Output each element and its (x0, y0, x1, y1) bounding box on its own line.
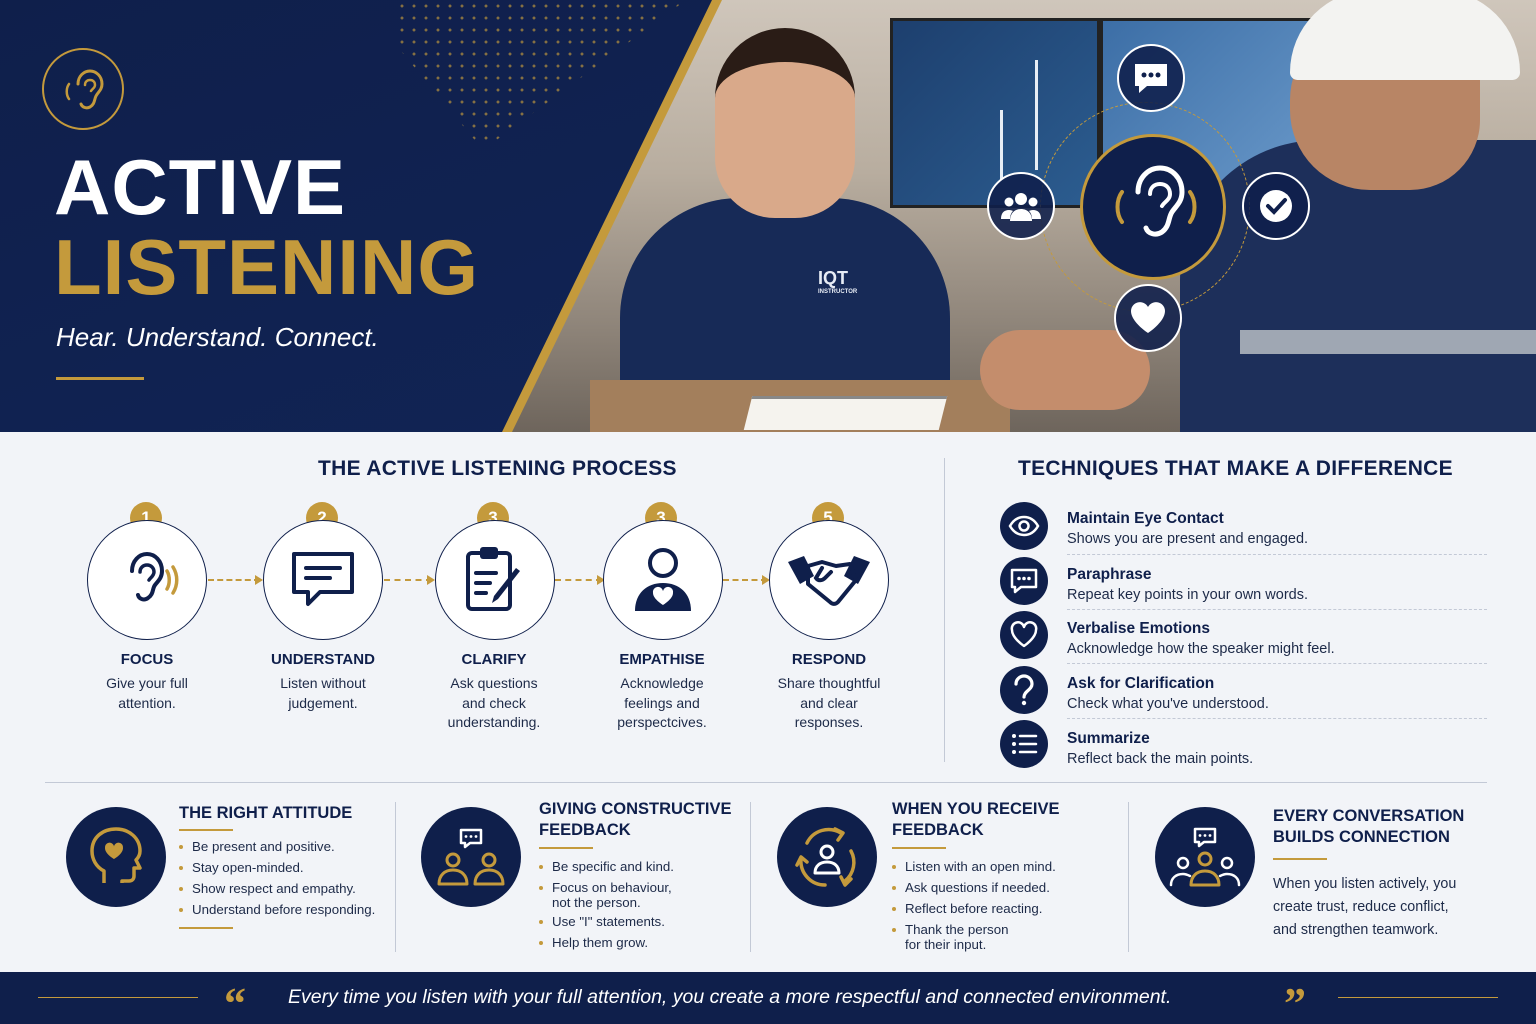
list-item: Stay open-minded. (179, 857, 375, 878)
technique-title: Paraphrase (1067, 566, 1152, 583)
process-title: THE ACTIVE LISTENING PROCESS (318, 457, 677, 480)
section-divider (45, 782, 1487, 783)
technique-divider (1067, 663, 1487, 664)
footer-rule (1338, 997, 1498, 998)
technique-divider (1067, 554, 1487, 555)
technique-title: Maintain Eye Contact (1067, 510, 1224, 527)
card-divider (395, 802, 396, 952)
technique-divider (1067, 609, 1487, 610)
tagline: Hear. Understand. Connect. (56, 322, 379, 352)
heart-icon (1000, 611, 1048, 659)
cycle-person-icon (777, 807, 877, 907)
step-name: EMPATHISE (619, 651, 705, 668)
section-divider (944, 458, 945, 762)
list-item: Focus on behaviour,not the person. (539, 877, 674, 911)
chat-bubble-icon (1117, 44, 1185, 112)
chat-bubble-icon (263, 520, 383, 640)
eye-icon (1000, 502, 1048, 550)
list-item: Be present and positive. (179, 836, 375, 857)
wind-turbine-image (1000, 110, 1003, 180)
technique-description: Reflect back the main points. (1067, 751, 1254, 767)
card-title-underline (179, 829, 233, 831)
technique-title: Ask for Clarification (1067, 675, 1215, 692)
notebook-image (743, 396, 948, 430)
attitude-list: Be present and positive. Stay open-minde… (179, 836, 375, 920)
clipboard-pen-icon (435, 520, 555, 640)
list-item: Ask questions if needed. (892, 877, 1056, 898)
list-item: Help them grow. (539, 932, 674, 953)
step-name: RESPOND (791, 651, 867, 668)
feedback-people-icon (421, 807, 521, 907)
card-title-underline (1273, 858, 1327, 860)
wind-turbine-image (1035, 60, 1038, 170)
footer-quote: Every time you listen with your full att… (288, 986, 1172, 1008)
list-item: Use "I" statements. (539, 911, 674, 932)
person-heart-icon (603, 520, 723, 640)
process-arrow (384, 575, 435, 585)
technique-title: Summarize (1067, 730, 1150, 747)
step-name: CLARIFY (461, 651, 527, 668)
techniques-title: TECHNIQUES THAT MAKE A DIFFERENCE (1018, 457, 1453, 480)
card-title-underline (539, 847, 593, 849)
process-arrow (723, 575, 770, 585)
worker-image (980, 0, 1536, 432)
list-item: Understand before responding. (179, 899, 375, 920)
title-line-2: LISTENING (54, 223, 480, 311)
card-footer-rule (179, 927, 233, 929)
card-title-underline (892, 847, 946, 849)
card-divider (750, 802, 751, 952)
technique-divider (1067, 718, 1487, 719)
technique-title: Verbalise Emotions (1067, 620, 1210, 637)
handshake-icon (769, 520, 889, 640)
technique-description: Repeat key points in your own words. (1067, 587, 1308, 603)
chat-icon (1000, 557, 1048, 605)
technique-description: Shows you are present and engaged. (1067, 531, 1309, 547)
footer-rule (38, 997, 198, 998)
question-icon (1000, 666, 1048, 714)
checkmark-icon (1242, 172, 1310, 240)
card-title: THE RIGHT ATTITUDE (179, 804, 353, 822)
step-name: FOCUS (120, 651, 174, 668)
group-chat-icon (1155, 807, 1255, 907)
receiving-feedback-list: Listen with an open mind. Ask questions … (892, 856, 1056, 953)
heart-icon (1114, 284, 1182, 352)
list-item: Reflect before reacting. (892, 898, 1056, 919)
step-name: UNDERSTAND (271, 651, 375, 668)
head-heart-icon (66, 807, 166, 907)
tagline-underline (56, 377, 144, 380)
list-icon (1000, 720, 1048, 768)
technique-description: Acknowledge how the speaker might feel. (1067, 641, 1335, 657)
technique-description: Check what you've understood. (1067, 696, 1269, 712)
ear-logo-icon (42, 48, 124, 130)
process-arrow (208, 575, 263, 585)
team-icon (987, 172, 1055, 240)
giving-feedback-list: Be specific and kind. Focus on behaviour… (539, 856, 674, 953)
card-divider (1128, 802, 1129, 952)
close-quote-icon: ” (1284, 979, 1306, 1024)
ear-icon (87, 520, 207, 640)
footer-banner: “ Every time you listen with your full a… (0, 972, 1536, 1024)
open-quote-icon: “ (224, 979, 246, 1024)
list-item: Show respect and empathy. (179, 878, 375, 899)
process-arrow (555, 575, 605, 585)
title-line-1: ACTIVE (54, 143, 347, 231)
list-item: Be specific and kind. (539, 856, 674, 877)
ear-icon (1080, 134, 1226, 280)
list-item: Listen with an open mind. (892, 856, 1056, 877)
